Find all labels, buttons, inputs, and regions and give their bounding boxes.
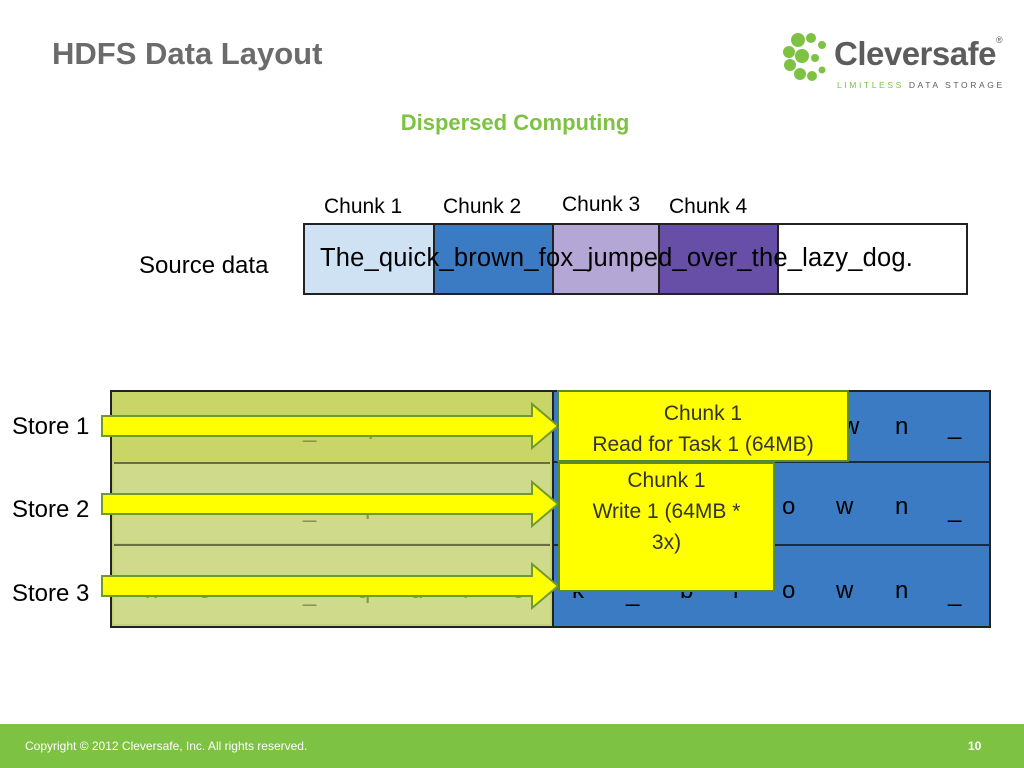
store-2-char: n — [895, 493, 909, 520]
source-data-label: Source data — [139, 252, 269, 279]
chunk-2-label: Chunk 2 — [443, 195, 522, 218]
store-2-char: w — [836, 493, 854, 520]
store-1-label: Store 1 — [12, 413, 90, 440]
write-callout: Chunk 1 Write 1 (64MB * 3x) — [558, 462, 775, 592]
logo-name: Cleversafe — [834, 35, 996, 72]
store-2-label: Store 2 — [12, 496, 90, 523]
copyright-text: Copyright © 2012 Cleversafe, Inc. All ri… — [25, 739, 308, 753]
chunk-4-label: Chunk 4 — [669, 195, 748, 218]
store-1-char: _ — [948, 413, 962, 440]
read-callout-line-1: Chunk 1 — [663, 402, 743, 425]
store-1-char: n — [895, 413, 909, 440]
store-3-char: _ — [948, 580, 962, 607]
page-number: 10 — [968, 739, 982, 753]
store-3-label: Store 3 — [12, 580, 90, 607]
store-3-char: w — [836, 577, 854, 604]
read-callout: Chunk 1 Read for Task 1 (64MB) — [557, 390, 849, 462]
source-chunk-3 — [552, 223, 660, 295]
chunk-1-label: Chunk 1 — [324, 195, 403, 218]
slide-subtitle: Dispersed Computing — [400, 110, 630, 135]
logo-tagline-rest: DATA STORAGE — [903, 80, 1005, 90]
slide-title: HDFS Data Layout — [52, 36, 323, 71]
write-callout-line-2: Write 1 (64MB * — [592, 500, 741, 523]
logo-registered-mark: ® — [995, 35, 1003, 45]
source-data-text: The_quick_brown_fox_jumped_over_the_lazy… — [320, 244, 914, 272]
source-chunk-2 — [433, 223, 554, 295]
footer-bar — [0, 724, 1024, 768]
write-callout-line-1: Chunk 1 — [627, 469, 706, 492]
store-3-char: o — [782, 577, 796, 604]
write-callout-line-3: 3x) — [651, 531, 682, 554]
store-3-char: n — [895, 577, 909, 604]
logo-dots-icon — [783, 33, 826, 81]
store-2-char: _ — [948, 496, 962, 523]
read-callout-line-2: Read for Task 1 (64MB) — [592, 433, 814, 456]
chunk-3-label: Chunk 3 — [562, 193, 641, 216]
highlight-separator-2 — [114, 544, 550, 546]
highlight-separator-1 — [114, 462, 550, 464]
arrow-right-icon — [101, 562, 560, 610]
logo-tagline-highlight: LIMITLESS — [837, 80, 904, 90]
arrow-right-icon — [101, 402, 560, 450]
source-remainder — [777, 223, 968, 295]
store-2-char: o — [782, 493, 796, 520]
cleversafe-logo: Cleversafe® LIMITLESS DATA STORAGE — [782, 30, 1003, 100]
arrow-right-icon — [101, 480, 560, 528]
source-chunk-1 — [303, 223, 435, 295]
